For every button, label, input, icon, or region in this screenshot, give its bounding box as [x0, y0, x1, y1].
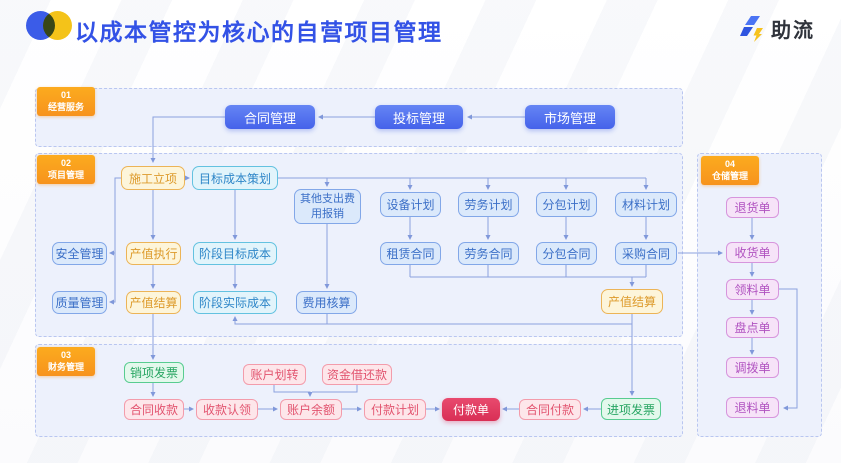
section-01-badge: 01 经营服务	[37, 87, 95, 117]
node-target-cost-planning: 目标成本策划	[192, 166, 278, 190]
node-labor-plan: 劳务计划	[458, 192, 519, 217]
node-other-expense-reimburse: 其他支出费用报销	[294, 189, 361, 224]
section-02-number: 02	[60, 158, 71, 168]
section-02-name: 项目管理	[47, 169, 84, 180]
node-receive-order: 收货单	[726, 242, 779, 263]
node-stocktake-order: 盘点单	[726, 317, 779, 338]
node-stage-target-cost: 阶段目标成本	[193, 242, 277, 265]
node-receipt-claim: 收款认领	[196, 399, 258, 420]
node-fund-borrow-repay: 资金借还款	[322, 364, 392, 385]
node-safety-mgmt: 安全管理	[52, 242, 107, 265]
brand-logo: 助流	[740, 14, 815, 43]
node-expense-accounting: 费用核算	[296, 291, 357, 314]
node-return-order: 退货单	[726, 197, 779, 218]
node-output-execution: 产值执行	[126, 242, 181, 265]
node-picking-order: 领料单	[726, 279, 779, 300]
node-contract-receipt: 合同收款	[124, 399, 184, 420]
section-01-number: 01	[60, 90, 71, 100]
section-04-name: 仓储管理	[711, 170, 748, 181]
node-output-settlement: 产值结算	[126, 291, 181, 314]
node-output-settlement-right: 产值结算	[601, 289, 663, 314]
node-contract-payment: 合同付款	[519, 399, 581, 420]
node-contract-mgmt: 合同管理	[225, 105, 315, 129]
title-circles-icon	[26, 11, 78, 41]
node-market-mgmt: 市场管理	[525, 105, 615, 129]
node-material-return-order: 退料单	[726, 397, 779, 418]
node-material-plan: 材料计划	[615, 192, 677, 217]
node-construction-initiation: 施工立项	[121, 166, 185, 190]
node-sales-invoice: 销项发票	[124, 362, 184, 383]
section-04-number: 04	[724, 159, 735, 169]
node-bid-mgmt: 投标管理	[375, 105, 463, 129]
page-title: 以成本管控为核心的自营项目管理	[75, 19, 443, 45]
node-subcontract-contract: 分包合同	[536, 242, 597, 265]
node-transfer-order: 调拨单	[726, 357, 779, 378]
brand-lightning-icon	[740, 15, 763, 42]
brand-name: 助流	[771, 20, 815, 42]
section-02-badge: 02 项目管理	[37, 155, 95, 185]
section-01-name: 经营服务	[47, 101, 84, 112]
node-subcontract-plan: 分包计划	[536, 192, 597, 217]
node-quality-mgmt: 质量管理	[52, 291, 107, 314]
node-stage-actual-cost: 阶段实际成本	[193, 291, 277, 314]
node-payment-plan: 付款计划	[364, 399, 426, 420]
section-03-panel	[35, 344, 683, 437]
node-payment-order: 付款单	[442, 398, 500, 421]
node-account-balance: 账户余额	[280, 399, 342, 420]
section-04-badge: 04 仓储管理	[701, 156, 759, 186]
node-account-transfer: 账户划转	[243, 364, 306, 385]
node-purchase-contract: 采购合同	[615, 242, 677, 265]
node-equipment-plan: 设备计划	[380, 192, 441, 217]
node-lease-contract: 租赁合同	[380, 242, 441, 265]
section-03-badge: 03 财务管理	[37, 347, 95, 377]
section-03-name: 财务管理	[47, 361, 84, 372]
node-input-invoice: 进项发票	[601, 398, 661, 420]
section-03-number: 03	[60, 350, 71, 360]
node-labor-contract: 劳务合同	[458, 242, 519, 265]
